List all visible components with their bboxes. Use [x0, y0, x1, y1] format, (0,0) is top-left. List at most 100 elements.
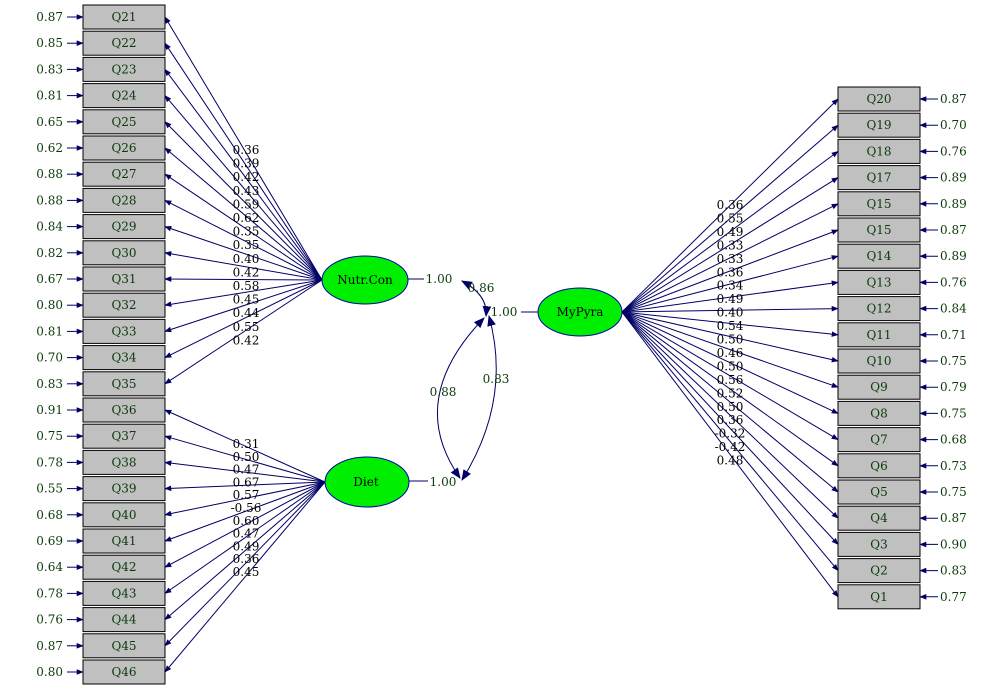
loading-path — [164, 279, 323, 333]
indicator-label: Q34 — [111, 351, 136, 365]
loading-path — [164, 460, 326, 483]
loading-label: 0.36 — [717, 413, 744, 427]
indicator-box — [82, 83, 166, 109]
indicator-label: Q7 — [870, 433, 887, 447]
indicator-label: Q14 — [866, 249, 891, 263]
loading-label: -0.56 — [231, 501, 262, 515]
loading-label: 0.36 — [233, 552, 260, 566]
indicator-label: Q30 — [111, 246, 136, 260]
indicator-label: Q19 — [866, 118, 891, 132]
indicator-box — [82, 423, 166, 449]
loading-label: -0.32 — [715, 427, 746, 441]
latent-factor-nutr: Nutr.Con 1.00 — [321, 255, 452, 305]
error-variance-label: 0.87 — [940, 92, 967, 106]
error-variance-label: 0.89 — [940, 171, 967, 185]
error-variance-label: 0.88 — [36, 167, 63, 181]
loading-path — [621, 177, 839, 313]
indicator-box — [82, 371, 166, 397]
error-variance-label: 0.81 — [36, 89, 63, 103]
error-variance-label: 0.80 — [36, 298, 63, 312]
latent-factor-diet: Diet 1.00 — [324, 456, 457, 508]
indicator-box — [82, 397, 166, 423]
error-variance-label: 0.76 — [940, 275, 967, 289]
latent-label-nutr: Nutr.Con — [337, 273, 393, 287]
loading-label: 0.31 — [233, 437, 260, 451]
error-variance-label: 0.75 — [940, 354, 967, 368]
indicator-label: Q12 — [866, 302, 891, 316]
indicator-box — [837, 217, 921, 243]
indicator-box — [837, 112, 921, 138]
loading-path — [621, 203, 839, 313]
error-variance-label: 0.76 — [36, 613, 63, 627]
loading-path — [621, 280, 839, 313]
loading-label: 0.55 — [233, 320, 260, 334]
indicator-box — [82, 214, 166, 240]
error-variance-label: 0.65 — [36, 115, 63, 129]
variance-label-diet: 1.00 — [430, 475, 457, 489]
loading-path — [621, 305, 839, 313]
loading-path — [164, 481, 326, 621]
loading-path — [621, 311, 839, 519]
indicator-label: Q37 — [111, 429, 136, 443]
error-variance-label: 0.70 — [36, 351, 63, 365]
indicator-box — [82, 56, 166, 82]
indicator-box — [82, 161, 166, 187]
error-variance-label: 0.89 — [940, 249, 967, 263]
error-variance-label: 0.71 — [940, 328, 967, 342]
loading-label: 0.44 — [233, 306, 260, 320]
indicator-layer: Q210.870.36Q220.850.39Q230.830.42Q240.81… — [36, 4, 967, 685]
error-variance-label: 0.85 — [36, 36, 63, 50]
indicator-label: Q45 — [111, 639, 136, 653]
latent-label-diet: Diet — [353, 475, 379, 489]
latent-ellipse-mypyra — [537, 287, 623, 337]
loading-path — [164, 16, 323, 281]
loading-label: 0.42 — [233, 170, 260, 184]
loading-path — [164, 481, 326, 647]
loading-path — [164, 279, 323, 307]
loading-label: -0.42 — [715, 440, 746, 454]
error-variance-label: 0.83 — [36, 62, 63, 76]
error-variance-label: 0.68 — [36, 508, 63, 522]
error-variance-label: 0.68 — [940, 433, 967, 447]
indicator-label: Q3 — [870, 537, 887, 551]
loading-label: 0.46 — [717, 346, 744, 360]
indicator-label: Q39 — [111, 482, 136, 496]
loading-path — [621, 311, 839, 337]
loading-label: 0.49 — [717, 292, 744, 306]
indicator-label: Q40 — [111, 508, 136, 522]
loading-label: 0.50 — [717, 359, 744, 373]
indicator-label: Q15 — [866, 197, 891, 211]
indicator-label: Q36 — [111, 403, 136, 417]
indicator-label: Q44 — [111, 613, 136, 627]
error-variance-label: 0.64 — [36, 560, 63, 574]
loading-label: 0.33 — [717, 252, 744, 266]
indicator-box — [82, 4, 166, 30]
error-variance-label: 0.79 — [940, 380, 967, 394]
loading-path — [621, 98, 839, 313]
indicator-box — [82, 528, 166, 554]
error-variance-label: 0.90 — [940, 537, 967, 551]
error-variance-label: 0.75 — [940, 485, 967, 499]
error-variance-label: 0.75 — [940, 406, 967, 420]
indicator-box — [82, 109, 166, 135]
loading-path — [164, 251, 323, 281]
indicator-box — [837, 322, 921, 348]
error-variance-label: 0.83 — [940, 564, 967, 578]
correlation-label-nutr-diet: 0.88 — [430, 385, 457, 399]
error-variance-label: 0.84 — [36, 220, 63, 234]
indicator-label: Q21 — [111, 10, 136, 24]
indicator-box — [82, 476, 166, 502]
loading-label: 0.49 — [233, 539, 260, 553]
indicator-label: Q13 — [866, 275, 891, 289]
indicator-box — [82, 292, 166, 318]
error-variance-label: 0.83 — [36, 377, 63, 391]
loading-label: 0.47 — [233, 527, 260, 541]
indicator-box — [82, 30, 166, 56]
indicator-label: Q9 — [870, 380, 887, 394]
loading-path — [164, 279, 323, 385]
loading-label: 0.33 — [717, 238, 744, 252]
error-variance-label: 0.87 — [36, 639, 63, 653]
loading-path — [164, 225, 323, 281]
corr-arc-nutr-mypyra — [461, 280, 492, 318]
